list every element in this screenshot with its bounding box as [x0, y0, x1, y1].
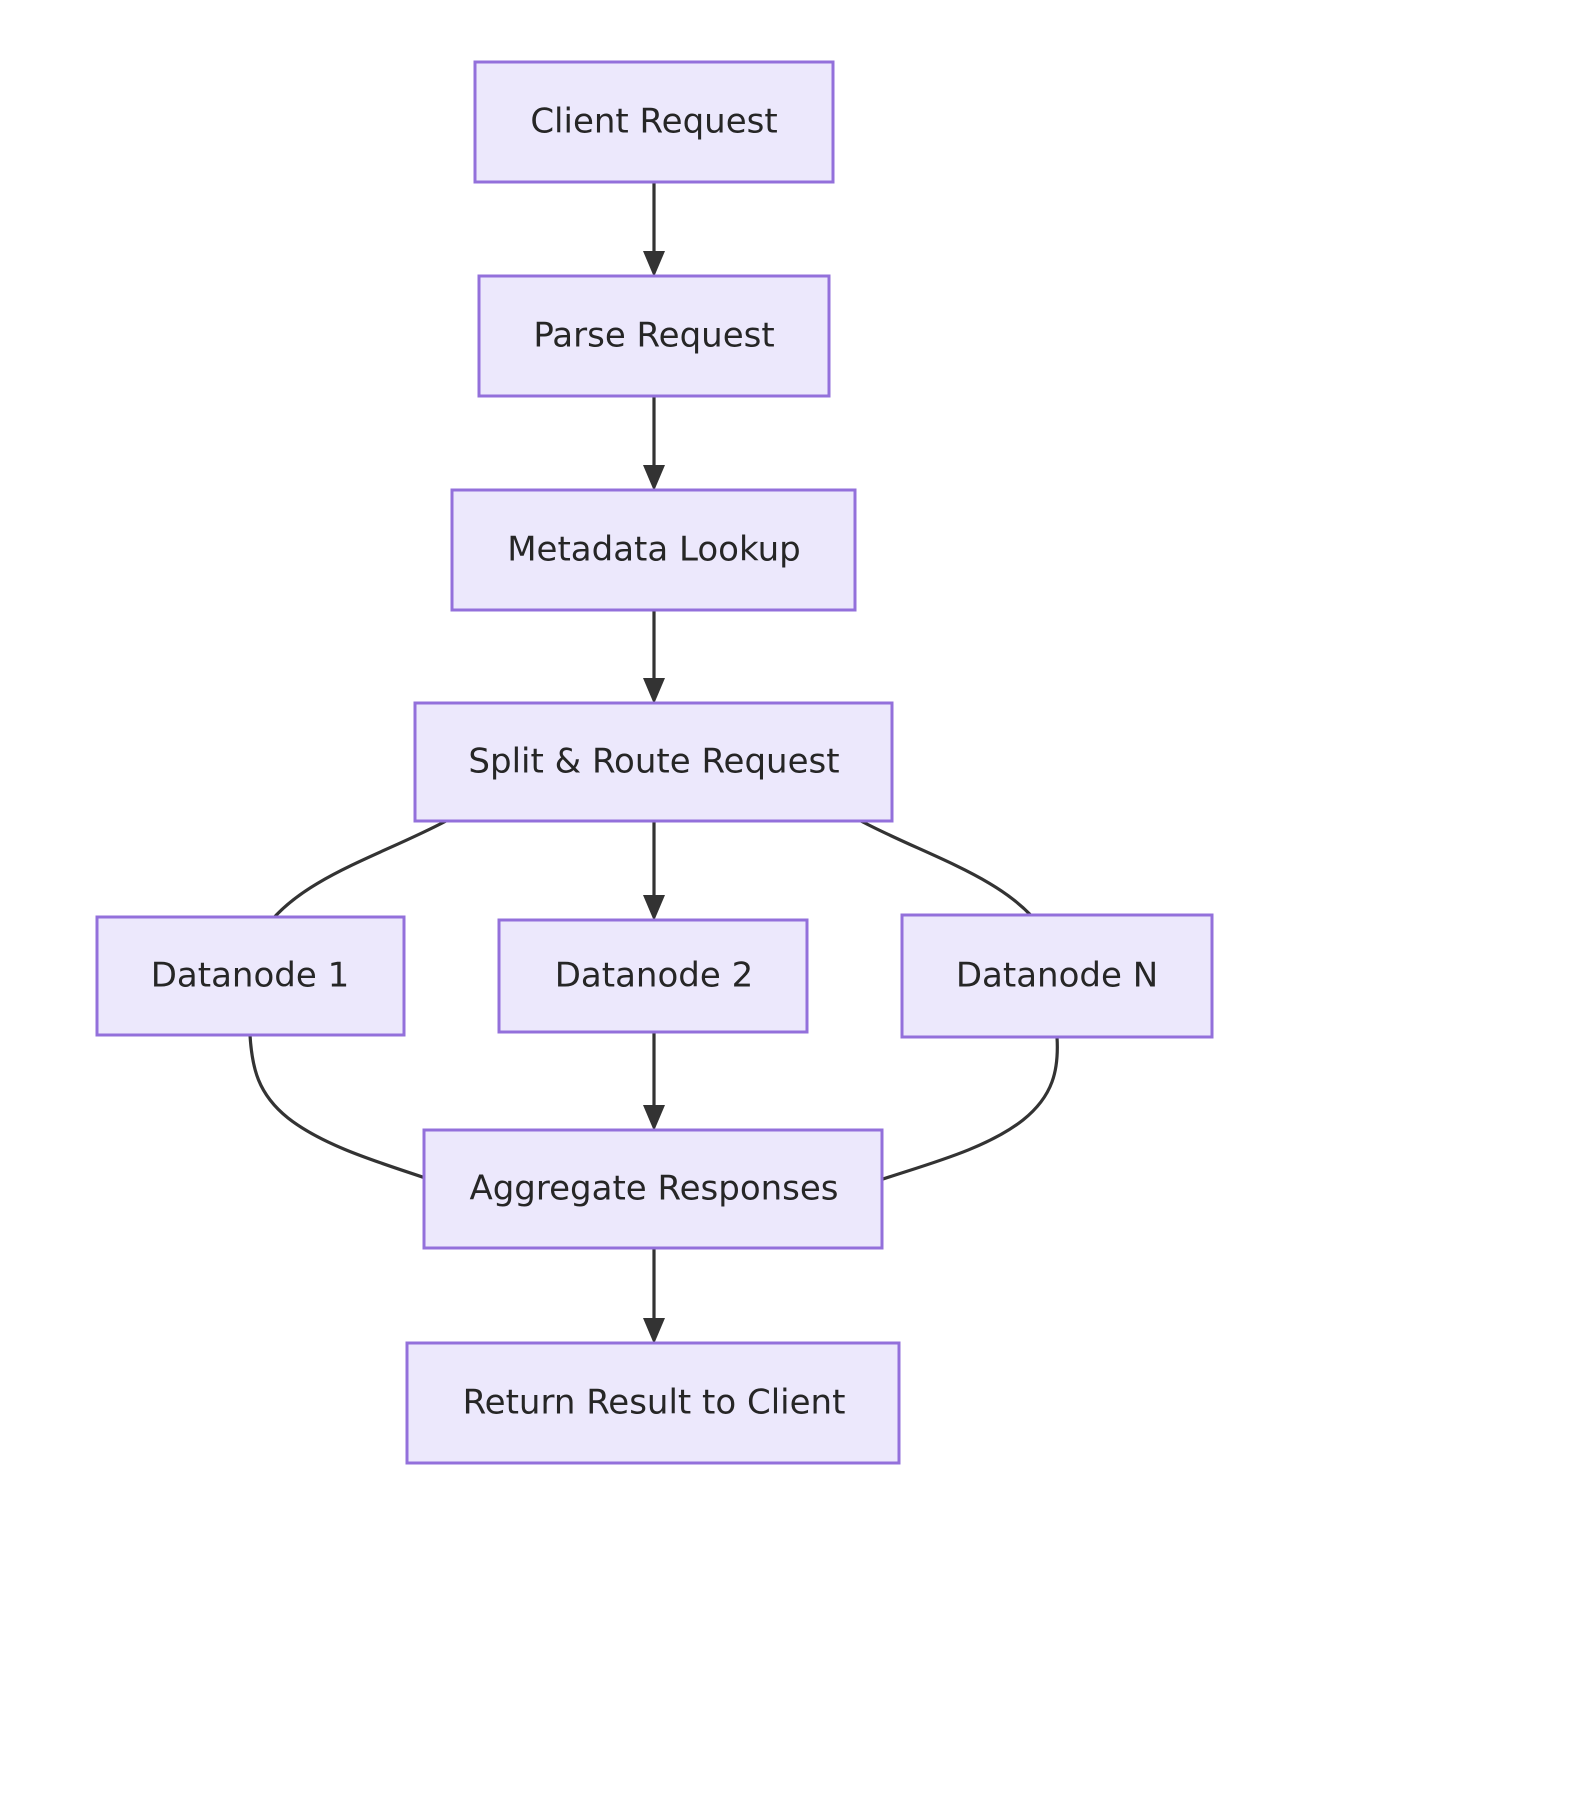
node-metadata-lookup-label: Metadata Lookup [507, 530, 801, 570]
node-client-request-label: Client Request [530, 102, 777, 142]
node-client-request[interactable]: Client Request [473, 60, 835, 184]
node-metadata-lookup[interactable]: Metadata Lookup [450, 488, 857, 612]
edge-client-request-to-parse-request [643, 182, 665, 277]
edge-metadata-lookup-to-split-route [643, 610, 665, 704]
node-client-request-box[interactable] [473, 60, 835, 184]
edge-parse-request-to-metadata-lookup [643, 396, 665, 491]
node-aggregate-responses-box[interactable] [422, 1128, 884, 1250]
node-metadata-lookup-box[interactable] [450, 488, 857, 612]
node-split-route-request-box[interactable] [413, 701, 894, 823]
node-aggregate-responses-label: Aggregate Responses [469, 1169, 838, 1209]
node-split-route-request[interactable]: Split & Route Request [413, 701, 894, 823]
node-datanode-n-label: Datanode N [956, 956, 1158, 996]
node-datanode-n[interactable]: Datanode N [900, 913, 1214, 1039]
node-aggregate-responses[interactable]: Aggregate Responses [422, 1128, 884, 1250]
node-datanode-1-label: Datanode 1 [151, 956, 349, 996]
node-parse-request-box[interactable] [477, 274, 831, 398]
node-return-result-to-client-box[interactable] [405, 1341, 901, 1465]
node-return-result-to-client-label: Return Result to Client [463, 1383, 846, 1423]
node-split-route-request-label: Split & Route Request [468, 742, 839, 782]
node-datanode-2-label: Datanode 2 [555, 956, 753, 996]
edge-aggregate-to-return-result [643, 1248, 665, 1344]
node-datanode-1-box[interactable] [95, 915, 406, 1037]
node-parse-request[interactable]: Parse Request [477, 274, 831, 398]
node-datanode-2-box[interactable] [497, 918, 809, 1034]
node-datanode-2[interactable]: Datanode 2 [497, 918, 809, 1034]
node-datanode-1[interactable]: Datanode 1 [95, 915, 406, 1037]
node-parse-request-label: Parse Request [533, 316, 774, 356]
edge-split-route-to-datanode-2 [643, 821, 665, 921]
node-layer: Client Request Parse Request Metadata Lo… [95, 60, 1214, 1465]
node-datanode-n-box[interactable] [900, 913, 1214, 1039]
edge-datanode-2-to-aggregate [643, 1032, 665, 1131]
node-return-result-to-client[interactable]: Return Result to Client [405, 1341, 901, 1465]
